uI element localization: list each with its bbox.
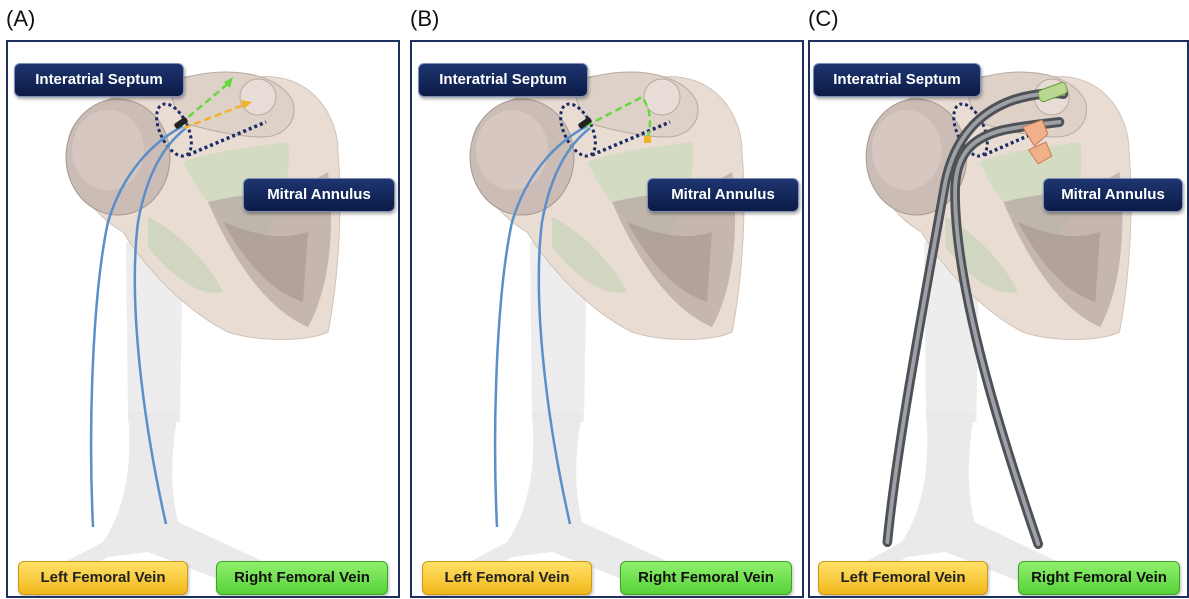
panel-letter-a: (A)	[6, 6, 35, 32]
left-femoral-vein-label: Left Femoral Vein	[18, 561, 188, 595]
interatrial-septum-label: Interatrial Septum	[14, 63, 184, 97]
heart-illustration	[412, 42, 804, 598]
right-femoral-vein-label: Right Femoral Vein	[216, 561, 388, 595]
panel-letter-c: (C)	[808, 6, 839, 32]
left-femoral-vein-label: Left Femoral Vein	[818, 561, 988, 595]
panel-c: Interatrial Septum Mitral Annulus Left F…	[808, 40, 1189, 598]
heart-illustration	[810, 42, 1189, 598]
panel-b: Interatrial Septum Mitral Annulus Left F…	[410, 40, 804, 598]
left-femoral-vein-label: Left Femoral Vein	[422, 561, 592, 595]
mitral-annulus-label: Mitral Annulus	[647, 178, 799, 212]
interatrial-septum-label: Interatrial Septum	[813, 63, 981, 97]
right-femoral-vein-label: Right Femoral Vein	[1018, 561, 1180, 595]
mitral-annulus-label: Mitral Annulus	[1043, 178, 1183, 212]
heart-illustration	[8, 42, 400, 598]
mitral-annulus-label: Mitral Annulus	[243, 178, 395, 212]
target-marker	[644, 136, 651, 143]
interatrial-septum-label: Interatrial Septum	[418, 63, 588, 97]
panel-letter-b: (B)	[410, 6, 439, 32]
panel-a: Interatrial Septum Mitral Annulus Left F…	[6, 40, 400, 598]
right-femoral-vein-label: Right Femoral Vein	[620, 561, 792, 595]
